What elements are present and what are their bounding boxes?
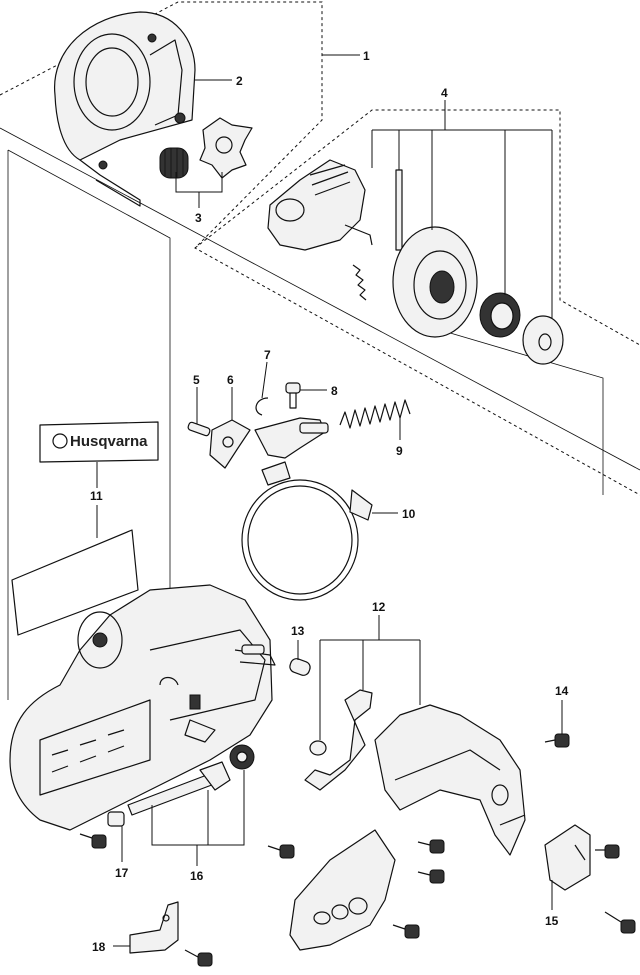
sprocket-part	[479, 292, 521, 338]
callout-18: 18	[92, 940, 106, 954]
assembly-boundary-1	[0, 1, 640, 496]
leader-4	[371, 100, 553, 318]
screw-part-15	[604, 911, 636, 934]
callout-1: 1	[363, 49, 370, 63]
spring-part	[339, 399, 411, 429]
screw-part-8	[285, 382, 301, 409]
screw-part-18	[184, 949, 213, 967]
leader-3	[175, 172, 223, 208]
decal-blank-part	[11, 529, 139, 636]
screw-part-17	[79, 833, 107, 849]
side-cover-part	[374, 704, 526, 856]
callout-15: 15	[545, 914, 559, 928]
leader-12	[319, 615, 421, 740]
clutch-cover-part	[9, 584, 276, 831]
callout-6: 6	[227, 373, 234, 387]
guide-line-cover	[7, 149, 171, 700]
callout-17: 17	[115, 866, 129, 880]
screw-part-14a	[544, 733, 570, 748]
bracket-part	[304, 689, 373, 791]
brake-lever-part	[209, 419, 251, 469]
screw-part-mid-b	[417, 869, 445, 884]
guide-line-clutch	[439, 329, 604, 495]
callout-2: 2	[236, 74, 243, 88]
callout-16: 16	[190, 869, 204, 883]
pulley-part	[159, 117, 253, 179]
decal-logo-part: Husqvarna	[39, 421, 159, 463]
bracket-screw-part	[107, 811, 125, 827]
callout-9: 9	[396, 444, 403, 458]
chain-brake-assembly-part	[267, 159, 403, 301]
callout-12: 12	[372, 600, 386, 614]
callout-11: 11	[90, 489, 103, 503]
callout-3: 3	[195, 211, 202, 225]
screw-part-16	[267, 844, 295, 859]
adjuster-shaft-part	[127, 744, 255, 816]
spacer-pin-part	[289, 658, 311, 676]
callout-8: 8	[331, 384, 338, 398]
callout-4: 4	[441, 86, 448, 100]
clutch-drum-part	[392, 226, 478, 338]
screw-part-14b	[595, 844, 620, 859]
chain-guard-part	[544, 824, 591, 891]
callout-14: 14	[555, 684, 569, 698]
brand-logo-text: Husqvarna	[70, 433, 148, 450]
leader-16	[151, 770, 245, 866]
l-bracket-part	[129, 901, 179, 954]
screw-part-mid-a	[417, 839, 445, 854]
callout-10: 10	[402, 507, 416, 521]
starter-cover-part	[54, 11, 196, 207]
brake-link-part	[254, 417, 329, 459]
callout-13: 13	[291, 624, 305, 638]
callout-5: 5	[193, 373, 200, 387]
circlip-part	[255, 397, 269, 416]
guard-plate-part	[289, 829, 396, 951]
callout-7: 7	[264, 348, 271, 362]
pin-part	[187, 421, 211, 437]
leader-7	[261, 361, 268, 399]
washer-part	[522, 315, 564, 365]
brake-band-part	[241, 461, 373, 601]
guide-line-main	[0, 127, 640, 471]
screw-part-mid-c	[392, 924, 420, 939]
